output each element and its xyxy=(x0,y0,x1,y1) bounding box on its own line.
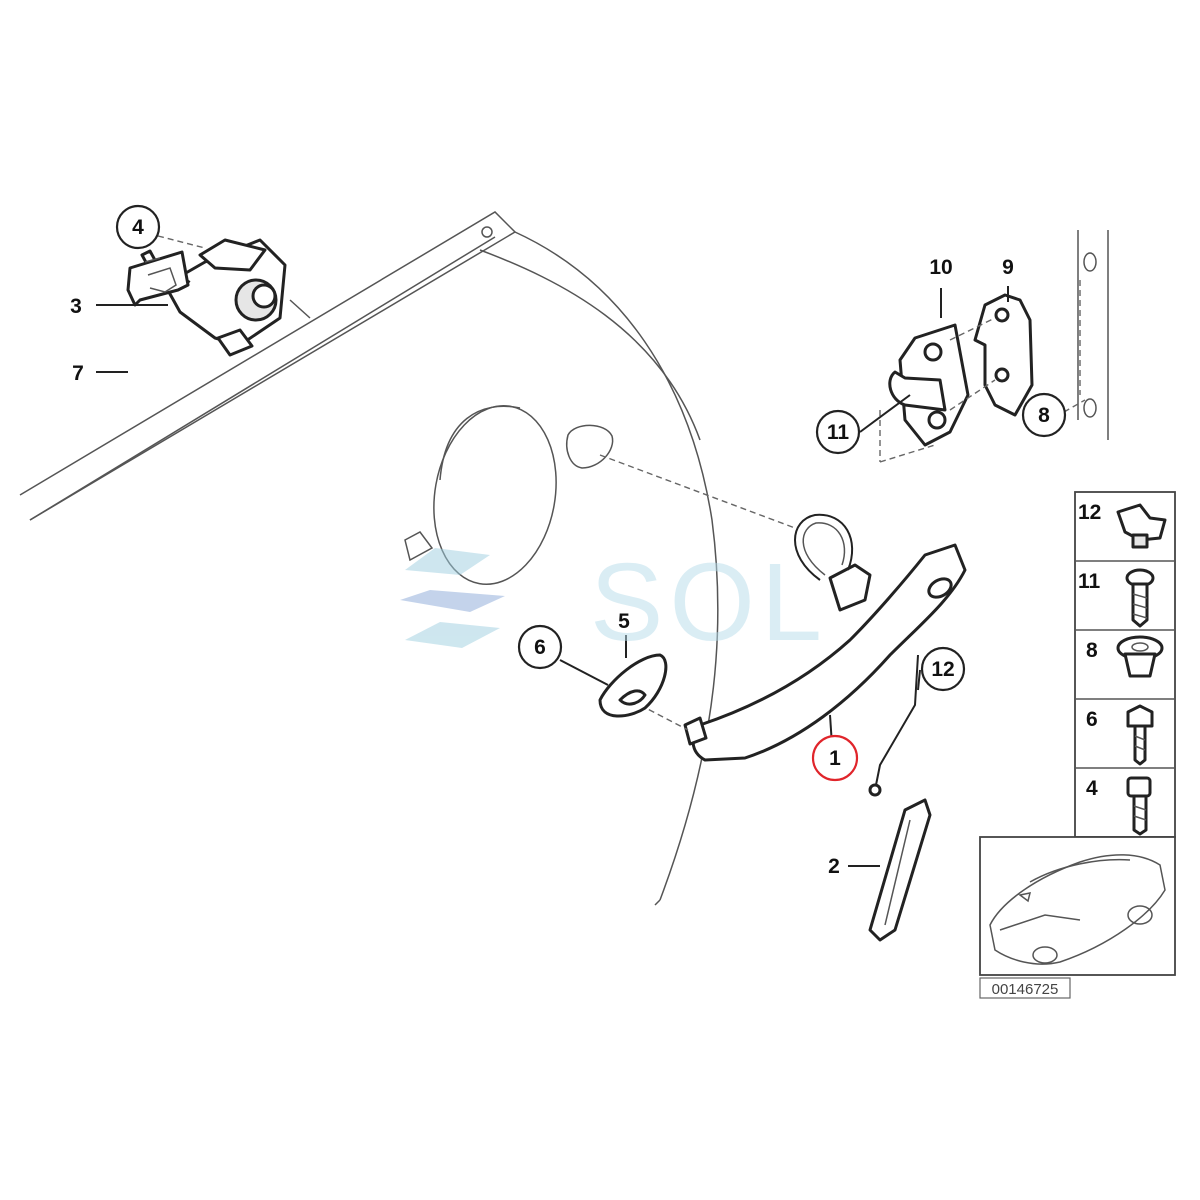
fastener-label-4: 4 xyxy=(1086,777,1098,800)
fastener-label-8: 8 xyxy=(1086,639,1098,662)
watermark-text: SOL xyxy=(590,541,828,664)
watermark-logo: SOL xyxy=(400,541,828,664)
callout-11-label: 11 xyxy=(827,421,850,444)
diagram-id-box: 00146725 xyxy=(979,977,1071,999)
fastener-table: 12 11 8 6 4 xyxy=(1074,491,1176,838)
callout-6: 6 xyxy=(517,624,563,670)
fastener-label-6: 6 xyxy=(1086,708,1098,731)
callout-3: 3 xyxy=(70,295,82,318)
callout-4-label: 4 xyxy=(132,216,144,239)
callout-11: 11 xyxy=(815,409,861,455)
door-handle-part-1 xyxy=(599,454,967,762)
callout-10-label: 10 xyxy=(929,256,952,279)
callout-1-highlighted: 1 xyxy=(811,734,859,782)
diagram-id: 00146725 xyxy=(992,981,1059,998)
callout-8-label: 8 xyxy=(1038,404,1050,427)
handle-recess xyxy=(566,424,614,469)
door-pillar-edge xyxy=(1077,230,1109,440)
callout-9-label: 9 xyxy=(1002,256,1014,279)
striker-part-10 xyxy=(888,323,970,447)
plate-part-9 xyxy=(973,293,1034,417)
leader-lines xyxy=(96,235,1086,867)
callout-6-label: 6 xyxy=(534,636,546,659)
callout-7-label: 7 xyxy=(72,362,84,385)
callout-4: 4 xyxy=(115,204,161,250)
callout-1-highlight-ring xyxy=(811,734,859,782)
callout-12: 12 xyxy=(920,646,966,692)
socket-bolt-icon xyxy=(1126,776,1152,836)
callout-7: 7 xyxy=(72,362,84,385)
clip-nut-icon xyxy=(1116,503,1167,549)
callout-8: 8 xyxy=(1021,392,1067,438)
callout-5: 5 xyxy=(618,610,630,633)
callout-12-label: 12 xyxy=(931,658,954,681)
gasket-part-5 xyxy=(598,653,668,718)
callout-2: 2 xyxy=(828,855,840,878)
clip-part-7 xyxy=(126,250,190,307)
callout-10: 10 xyxy=(929,256,952,279)
fuel-flap-outline xyxy=(404,405,557,585)
hex-bolt-icon xyxy=(1126,704,1154,766)
callout-5-label: 5 xyxy=(618,610,630,633)
torx-screw-icon xyxy=(1125,568,1155,628)
striker-dash-lines xyxy=(879,317,996,463)
lock-housing-part-3 xyxy=(163,238,311,357)
grommet-icon xyxy=(1116,635,1164,678)
callout-1-label: 1 xyxy=(829,747,841,770)
car-thumbnail xyxy=(979,836,1176,976)
callout-3-label: 3 xyxy=(70,295,82,318)
rod-part-2 xyxy=(868,654,932,942)
fastener-label-12: 12 xyxy=(1078,501,1101,524)
callout-9: 9 xyxy=(1002,256,1014,279)
callout-2-label: 2 xyxy=(828,855,840,878)
fastener-label-11: 11 xyxy=(1078,570,1101,593)
